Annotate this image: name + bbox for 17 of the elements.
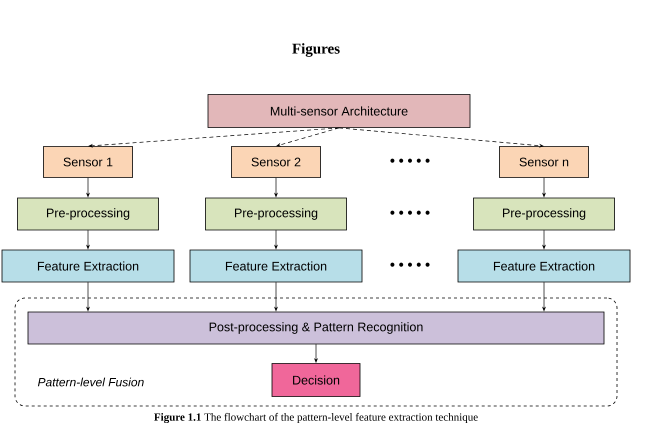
- ellipsis-dots: • • • • •: [390, 262, 430, 267]
- process-box: Sensor 1: [43, 146, 133, 178]
- title: Figures: [292, 43, 340, 57]
- process-box: Pre-processing: [17, 198, 159, 230]
- process-box: Pre-processing: [473, 198, 615, 230]
- process-box: Feature Extraction: [2, 250, 174, 282]
- process-box: Feature Extraction: [458, 250, 630, 282]
- ellipsis-dots: • • • • •: [390, 210, 430, 215]
- process-box: Post-processing & Pattern Recognition: [28, 312, 604, 344]
- process-box: Feature Extraction: [190, 250, 362, 282]
- process-box: Pre-processing: [205, 198, 347, 230]
- ellipsis-dots: • • • • •: [390, 158, 430, 163]
- process-box: Sensor n: [499, 146, 589, 178]
- process-box: Multi-sensor Architecture: [208, 94, 470, 128]
- caption: Figure 1.1 The flowchart of the pattern-level feature extraction technique: [154, 412, 478, 423]
- decision-box: Decision: [272, 363, 360, 397]
- process-box: Sensor 2: [231, 146, 321, 178]
